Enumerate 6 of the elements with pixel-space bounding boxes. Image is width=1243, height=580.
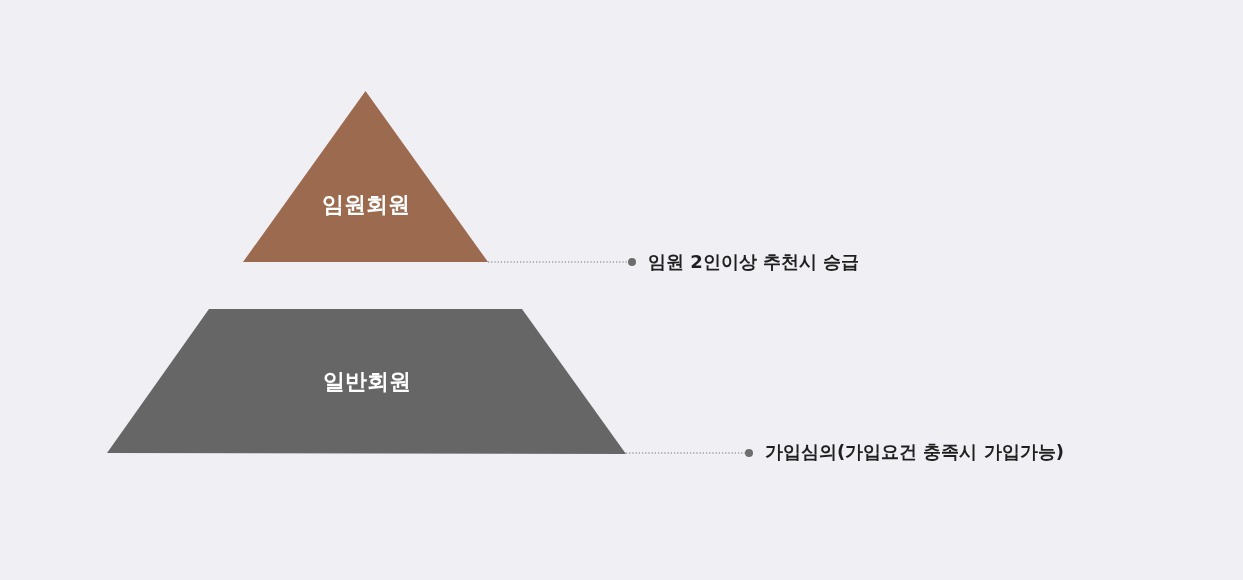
tier-label: 임원회원 xyxy=(321,191,410,219)
tier-label: 일반회원 xyxy=(322,368,411,396)
leader-line xyxy=(487,258,636,266)
leader-line xyxy=(625,449,753,457)
annotation-text: 임원 2인이상 추천시 승급 xyxy=(648,250,860,274)
annotation-text: 가입심의(가입요건 충족시 가입가능) xyxy=(765,440,1064,464)
